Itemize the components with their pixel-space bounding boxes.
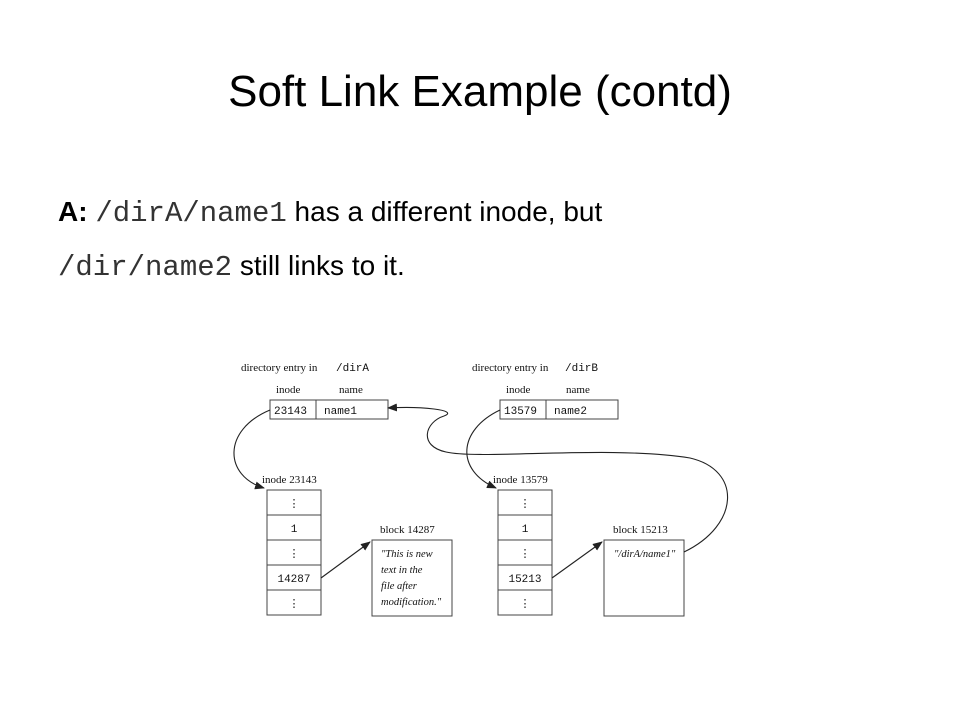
arrow-blockB-to-dirA — [387, 403, 729, 553]
inodeA-cell-0-text: ⋮ — [289, 499, 300, 511]
blockA-line-1: text in the — [381, 565, 423, 576]
dirA-entry-label: directory entry in — [241, 362, 318, 374]
inodeB: inode 13579 ⋮ 1 ⋮ 15213 ⋮ — [493, 474, 553, 616]
inodeA-cell-3-text: 14287 — [277, 574, 310, 586]
dirB-col-inode: inode — [506, 384, 531, 396]
inodeB-cell-3-text: 15213 — [508, 574, 541, 586]
blockA-label: block 14287 — [380, 524, 435, 536]
dirB-entry-label: directory entry in — [472, 362, 549, 374]
inodeA: inode 23143 ⋮ 1 ⋮ 14287 ⋮ — [262, 474, 322, 616]
inodeB-cell-2-text: ⋮ — [520, 549, 531, 561]
answer-prefix: A: — [58, 196, 88, 227]
arrow-dirB-to-inodeB — [466, 409, 501, 489]
inodeA-cell-4-text: ⋮ — [289, 599, 300, 611]
dirA-name-value: name1 — [324, 406, 357, 418]
blockB-box — [603, 539, 685, 617]
inodeB-cell-4 — [497, 589, 553, 616]
inodeA-label: inode 23143 — [262, 474, 317, 486]
inodeA-cell-2-text: ⋮ — [289, 549, 300, 561]
blockA: block 14287 "This is new text in the fil… — [371, 524, 453, 617]
arrow-dirA-to-inodeA — [233, 409, 271, 490]
body-text-2: still links to it. — [239, 250, 405, 281]
inodeB-cell-2 — [497, 539, 553, 566]
dirA-col-name: name — [339, 384, 363, 396]
inodeB-cell-0 — [497, 489, 553, 516]
inodeA-cell-1-text: 1 — [291, 524, 298, 536]
inodeB-cell-0-text: ⋮ — [520, 499, 531, 511]
path-dirA-name1: /dirA/name1 — [95, 197, 287, 230]
inodeB-cell-1-text: 1 — [522, 524, 529, 536]
dirB-inode-value: 13579 — [504, 406, 537, 418]
blockA-box — [371, 539, 453, 617]
blockA-line-3: modification." — [381, 597, 442, 608]
dirA-entry-dir: /dirA — [336, 363, 369, 375]
dirB-name-value: name2 — [554, 406, 587, 418]
inodeB-label: inode 13579 — [493, 474, 548, 486]
blockA-line-2: file after — [381, 581, 418, 592]
dirA-entry: directory entry in /dirA inode name 2314… — [241, 362, 389, 420]
arrow-inodeA-to-blockA — [320, 541, 371, 579]
dirA-inode-value: 23143 — [274, 406, 307, 418]
dirB-entry-dir: /dirB — [565, 363, 598, 375]
dirB-entry: directory entry in /dirB inode name 1357… — [472, 362, 619, 420]
inodeA-cell-4 — [266, 589, 322, 616]
arrow-inodeB-to-blockB — [551, 541, 603, 579]
slide-body: A: /dirA/name1 has a different inode, bu… — [58, 186, 918, 294]
body-text-1: has a different inode, but — [294, 196, 603, 227]
blockB-label: block 15213 — [613, 524, 668, 536]
dirB-col-name: name — [566, 384, 590, 396]
dirB-name-cell — [545, 399, 619, 420]
blockA-line-0: "This is new — [381, 549, 433, 560]
inodeA-cell-1 — [266, 514, 322, 541]
slide-title: Soft Link Example (contd) — [228, 67, 732, 116]
blockB: block 15213 "/dirA/name1" — [603, 524, 685, 617]
inodeA-cell-0 — [266, 489, 322, 516]
path-dir-name2: /dir/name2 — [58, 251, 233, 284]
dirA-col-inode: inode — [276, 384, 301, 396]
inodeA-cell-2 — [266, 539, 322, 566]
inodeA-cell-3 — [266, 564, 322, 591]
blockB-line-0: "/dirA/name1" — [614, 549, 676, 560]
inodeB-cell-4-text: ⋮ — [520, 599, 531, 611]
